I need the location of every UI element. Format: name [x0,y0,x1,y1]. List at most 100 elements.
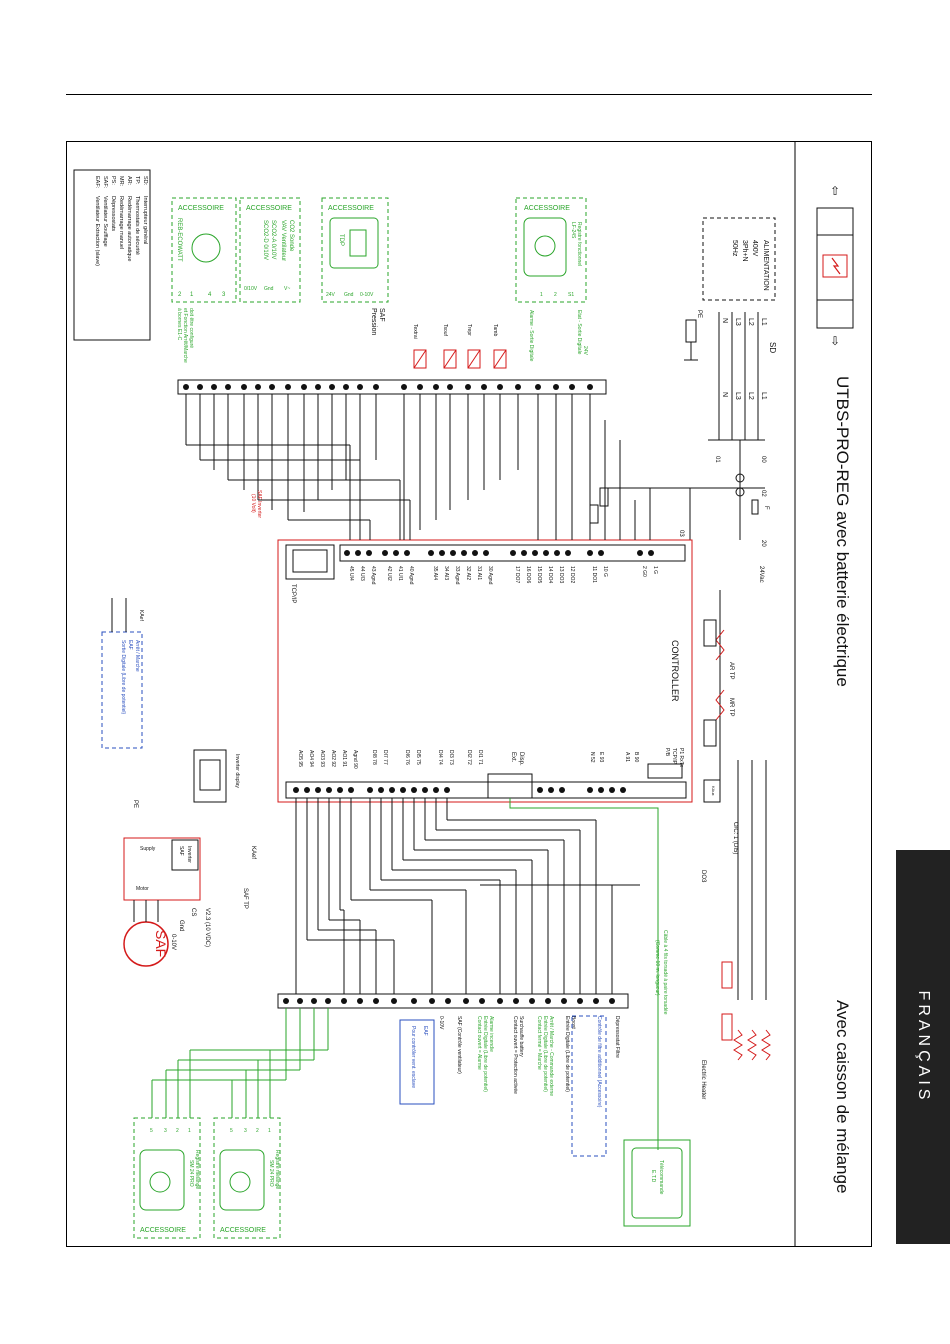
svg-text:SCO2-A 0/10V: SCO2-A 0/10V [270,220,276,259]
svg-text:Registre mélange: Registre mélange [194,1150,200,1189]
svg-text:16 DO6: 16 DO6 [525,566,531,583]
svg-text:MR TP: MR TP [728,698,734,717]
svg-text:SM 24 PRO: SM 24 PRO [188,1160,194,1187]
svg-text:Supply: Supply [140,846,156,852]
svg-text:à bornes E1-C: à bornes E1-C [176,308,182,341]
svg-text:Contrôle de filtre additionnel: Contrôle de filtre additionnel (Accessoi… [596,1016,602,1108]
pe-label: PE [696,310,702,318]
svg-text:Inverter: Inverter [186,846,192,863]
svg-text:B 90: B 90 [633,752,639,763]
power-section: ALIMENTATION 400V 3Ph+N 50Hz ⇧ ⇩ L1 L2 L… [650,184,854,583]
eaf-box: EAF Pour contrôler vent. esclave [399,1019,435,1105]
svg-text:A 91: A 91 [624,752,630,762]
svg-text:0-10V: 0-10V [438,1016,444,1030]
svg-text:2: 2 [176,1128,179,1134]
svg-text:DI2 72: DI2 72 [466,750,472,765]
controller-box [277,539,693,803]
svg-text:11 DO1: 11 DO1 [591,566,597,583]
svg-text:SAF: SAF [178,846,184,856]
svg-text:3: 3 [222,292,226,298]
svg-text:EAF: EAF [127,640,133,650]
svg-text:20: 20 [760,540,766,547]
svg-text:5: 5 [230,1128,233,1134]
svg-text:EAF: EAF [422,1026,428,1036]
top-rule [66,94,872,95]
svg-text:2: 2 [554,292,557,298]
svg-text:DI5 75: DI5 75 [415,750,421,765]
svg-text:35 AI4: 35 AI4 [432,566,438,580]
svg-text:CS: CS [190,908,196,916]
sensor-tamb-icon [493,349,507,369]
svg-text:3: 3 [164,1128,167,1134]
svg-text:DO3: DO3 [700,870,706,883]
svg-text:Trepr: Trepr [466,324,472,336]
svg-text:et Fonction Arrêt/Marche: et Fonction Arrêt/Marche [182,308,188,363]
svg-text:Arrêt / Marche - Commande exte: Arrêt / Marche - Commande externe [548,1016,554,1096]
svg-text:2 G0: 2 G0 [641,566,647,577]
tdp-sensor-icon [329,217,379,269]
svg-text:Dépressostats: Dépressostats [110,196,116,231]
svg-text:Pour contrôler vent. esclave: Pour contrôler vent. esclave [410,1026,416,1088]
alim-title: ALIMENTATION [762,240,769,291]
saf-inverter-note: SAF Inverter (10 Volt) [250,490,262,518]
svg-text:1: 1 [190,292,194,298]
svg-text:MR:: MR: [118,176,124,187]
svg-text:DI8 78: DI8 78 [371,750,377,765]
svg-text:Gnd: Gnd [344,292,354,298]
svg-text:AR:: AR: [126,176,132,186]
damper-actuator-2-icon [219,1149,265,1211]
sensor-textrai-icon [413,349,427,369]
terminal-strip-right [285,781,687,799]
damper-actuator-icon [523,217,567,277]
alim-voltage: 400V [751,240,758,257]
svg-text:E.T.D: E.T.D [650,1170,656,1183]
terminal-strip-right-pins [293,787,626,793]
controller: CONTROLLER TCP/IP 45 UI4 44 UI3 43 Agnd … [277,539,693,803]
heater-element-1 [733,1029,743,1061]
svg-text:Arrêt / Marche: Arrêt / Marche [134,640,140,672]
line-l3: L3 [734,318,741,326]
svg-text:Electric Heater: Electric Heater [700,1060,706,1099]
svg-text:24V: 24V [326,292,336,298]
svg-text:F: F [763,506,769,510]
svg-text:24V: 24V [582,346,588,356]
svg-text:Entrée Digitale (Libre de pote: Entrée Digitale (Libre de potentiel) [564,1016,570,1092]
svg-text:Thermostats de sécurité: Thermostats de sécurité [134,196,140,255]
svg-text:Interrupteur général: Interrupteur général [142,196,148,244]
svg-text:DI4 74: DI4 74 [437,750,443,765]
svg-text:Contact fermé = Marche: Contact fermé = Marche [536,1016,542,1070]
arrow-up-icon: ⇧ [830,184,840,198]
heater-area: AR TP MR TP KAux O/C: 1 (DI5) DO3 Electr… [700,590,771,1099]
temperature-sensors: Textrai Tsouf Trepr Tamb [412,324,507,369]
svg-text:Entrée Digitale (Libre de pote: Entrée Digitale (Libre de potentiel) [482,1016,488,1092]
svg-text:Sortie Digitale (Libre de pote: Sortie Digitale (Libre de potentiel) [120,640,126,715]
alim-frequency: 50Hz [731,240,738,257]
svg-text:Alarme incendie: Alarme incendie [488,1016,494,1052]
terminal-strip-left [339,544,686,562]
diagram-frame [66,141,872,1247]
input-function-labels: Dépressostat Filtre Contrôle de filtre a… [438,1016,620,1108]
line-l2: L2 [747,318,754,326]
svg-text:PE: PE [132,800,138,808]
legend: SD: Interrupteur général TP: Thermostats… [73,169,151,341]
svg-text:0-10V: 0-10V [170,934,176,950]
svg-text:42 UI2: 42 UI2 [386,566,392,581]
svg-text:Agnd 90: Agnd 90 [352,750,358,769]
reb-dial-icon [191,233,221,263]
svg-text:5: 5 [150,1128,153,1134]
terminal-strip-left-pins [344,550,654,556]
accessory-co2: ACCESSOIRE CO2 Sonde VAV Ventilateur SCO… [239,197,301,303]
svg-text:12 DO2: 12 DO2 [569,566,575,583]
svg-text:S1: S1 [568,292,574,298]
svg-text:3: 3 [244,1128,247,1134]
svg-text:14 DO4: 14 DO4 [547,566,553,583]
svg-text:Tsouf: Tsouf [442,324,448,337]
inverter-display-icon [193,749,227,803]
svg-text:SCO2-D 0/10V: SCO2-D 0/10V [262,220,268,260]
svg-text:DI6 76: DI6 76 [404,750,410,765]
svg-text:SAF: SAF [378,308,385,322]
svg-text:TCP/IP: TCP/IP [671,748,677,765]
svg-text:Inverter display: Inverter display [234,754,240,788]
alim-box [702,217,776,301]
damper-actuator-1-icon [139,1149,185,1211]
